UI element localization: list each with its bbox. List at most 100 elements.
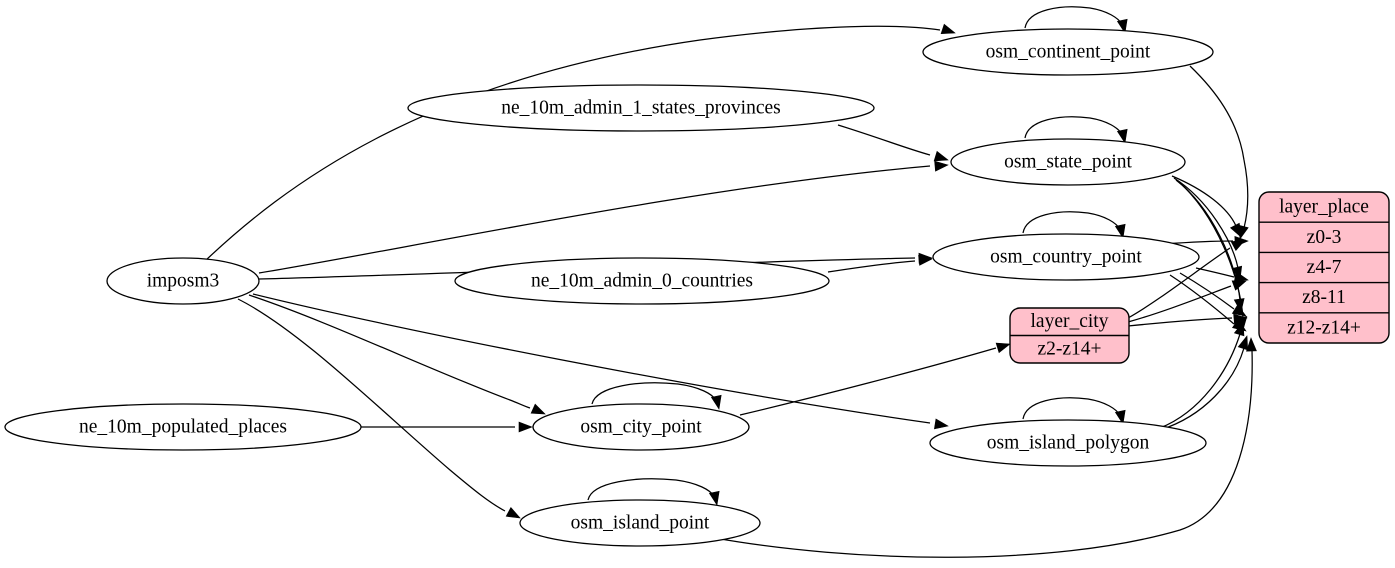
record-title: layer_city [1031, 311, 1109, 332]
edge-osm_country_point-to-layer_place-z8-11 [1179, 272, 1247, 317]
self-loop-osm_island_point [587, 478, 720, 506]
nodes-layer: imposm3 ne_10m_populated_places ne_10m_adm… [4, 28, 1214, 547]
record-row-z8-11[interactable]: z8-11 [1302, 287, 1346, 308]
record-title: layer_place [1279, 197, 1369, 218]
edge-line [1173, 177, 1239, 269]
edge-arrowhead-icon [1230, 239, 1246, 252]
edge-layer_city-to-layer_place-z8-11 [1127, 313, 1248, 327]
record-node-layer_place[interactable]: layer_place z0-3 z4-7 z8-11 z12-z14+ [1258, 191, 1390, 344]
self-loop-line [1024, 116, 1123, 139]
edge-line [248, 294, 531, 409]
node-osm_city_point[interactable]: osm_city_point [532, 403, 750, 451]
node-osm_state_point[interactable]: osm_state_point [950, 138, 1186, 186]
edge-osm_state_point-to-layer_place-z0-3 [1171, 175, 1242, 238]
node-shape-ellipse [407, 84, 875, 132]
edge-arrowhead-icon [940, 23, 956, 35]
node-label: osm_state_point [1004, 151, 1132, 172]
record-row-z4-7[interactable]: z4-7 [1307, 257, 1342, 278]
node-osm_continent_point[interactable]: osm_continent_point [922, 28, 1214, 76]
node-shape-ellipse [519, 499, 761, 547]
edge-osm_island_polygon-to-layer_place-z12-z14+ [1159, 335, 1249, 431]
node-ne_10m_admin_0_countries[interactable]: ne_10m_admin_0_countries [454, 257, 830, 305]
self-loop-arrowhead-icon [1116, 18, 1128, 34]
self-loops-layer [587, 6, 1128, 506]
edge-arrowhead-icon [1233, 321, 1245, 337]
edge-line [1159, 333, 1241, 429]
edge-arrowhead-icon [1231, 304, 1247, 317]
node-label: imposm3 [147, 270, 220, 291]
edge-arrowhead-icon [1229, 222, 1242, 238]
edge-ne_10m_admin_1_states_provinces-to-osm_state_point [837, 124, 949, 162]
edge-line [714, 349, 1253, 558]
node-label: ne_10m_admin_1_states_provinces [501, 97, 780, 118]
self-loop-osm_country_point [1022, 211, 1126, 239]
edge-line [1179, 272, 1235, 310]
self-loop-arrowhead-icon [1116, 128, 1128, 144]
edge-line [1159, 347, 1245, 431]
self-loop-osm_state_point [1024, 116, 1128, 144]
edge-line [1169, 274, 1235, 325]
edge-line [204, 25, 941, 262]
edge-imposm3-to-osm_island_point [237, 298, 521, 519]
edge-line [1171, 175, 1237, 227]
edge-arrowhead-icon [934, 160, 949, 172]
self-loop-arrowhead-icon [1114, 409, 1126, 425]
edge-line [1127, 247, 1231, 319]
node-osm_island_polygon[interactable]: osm_island_polygon [929, 419, 1207, 467]
node-shape-ellipse [106, 257, 260, 305]
node-label: osm_city_point [580, 416, 702, 437]
node-osm_island_point[interactable]: osm_island_point [519, 499, 761, 547]
node-ne_10m_populated_places[interactable]: ne_10m_populated_places [4, 403, 362, 451]
self-loop-line [591, 382, 717, 405]
edge-imposm3-to-osm_city_point [248, 294, 546, 415]
node-label: osm_continent_point [986, 41, 1151, 62]
self-loop-line [1022, 397, 1121, 420]
record-nodes-layer: layer_place z0-3 z4-7 z8-11 z12-z14+ layer_ci… [1009, 191, 1390, 364]
edge-arrowhead-icon [918, 254, 933, 266]
edge-arrowhead-icon [995, 342, 1011, 354]
self-loop-osm_continent_point [1024, 6, 1128, 34]
self-loop-line [587, 478, 715, 501]
edge-line [739, 347, 997, 416]
node-label: ne_10m_admin_0_countries [531, 270, 753, 291]
record-row-z0-3[interactable]: z0-3 [1307, 227, 1342, 248]
node-shape-ellipse [929, 419, 1207, 467]
edge-line [258, 165, 931, 274]
edge-arrowhead-icon [1233, 313, 1248, 325]
edge-line [252, 293, 931, 424]
node-shape-ellipse [950, 138, 1186, 186]
edge-arrowhead-icon [1231, 280, 1247, 291]
node-label: osm_country_point [990, 246, 1142, 267]
edge-arrowhead-icon [1246, 337, 1257, 352]
self-loop-arrowhead-icon [710, 394, 722, 410]
node-osm_country_point[interactable]: osm_country_point [932, 233, 1200, 281]
record-row-z2-z14+[interactable]: z2-z14+ [1037, 339, 1101, 360]
edge-line [1127, 285, 1232, 323]
edge-ne_10m_admin_0_countries-to-osm_country_point [827, 254, 933, 273]
edge-layer_city-to-layer_place-z4-7 [1127, 280, 1247, 323]
edge-osm_island_point-to-layer_place-z12-z14+ [714, 337, 1257, 558]
edge-osm_continent_point-to-layer_place-z0-3 [1189, 65, 1249, 240]
edge-ne_10m_populated_places-to-osm_city_point [361, 421, 533, 433]
self-loop-line [1022, 211, 1121, 234]
edge-osm_city_point-to-layer_city-z2-z14+ [739, 342, 1011, 416]
edge-line [837, 124, 931, 156]
edge-imposm3-to-osm_island_polygon [252, 293, 949, 430]
edge-osm_island_polygon-to-layer_place-z8-11 [1159, 321, 1245, 429]
node-label: ne_10m_populated_places [79, 416, 287, 437]
node-ne_10m_admin_1_states_provinces[interactable]: ne_10m_admin_1_states_provinces [407, 84, 875, 132]
node-shape-ellipse [922, 28, 1214, 76]
node-shape-ellipse [932, 233, 1200, 281]
record-box [1258, 191, 1390, 344]
node-imposm3[interactable]: imposm3 [106, 257, 260, 305]
edge-line [237, 298, 506, 512]
record-node-layer_city[interactable]: layer_city z2-z14+ [1009, 307, 1130, 364]
node-label: osm_island_polygon [987, 432, 1150, 453]
record-row-z12-z14+[interactable]: z12-z14+ [1287, 317, 1361, 338]
edge-line [1189, 65, 1249, 229]
self-loop-line [1024, 6, 1123, 29]
edge-line [1127, 317, 1233, 327]
edge-imposm3-to-osm_continent_point [204, 23, 956, 262]
